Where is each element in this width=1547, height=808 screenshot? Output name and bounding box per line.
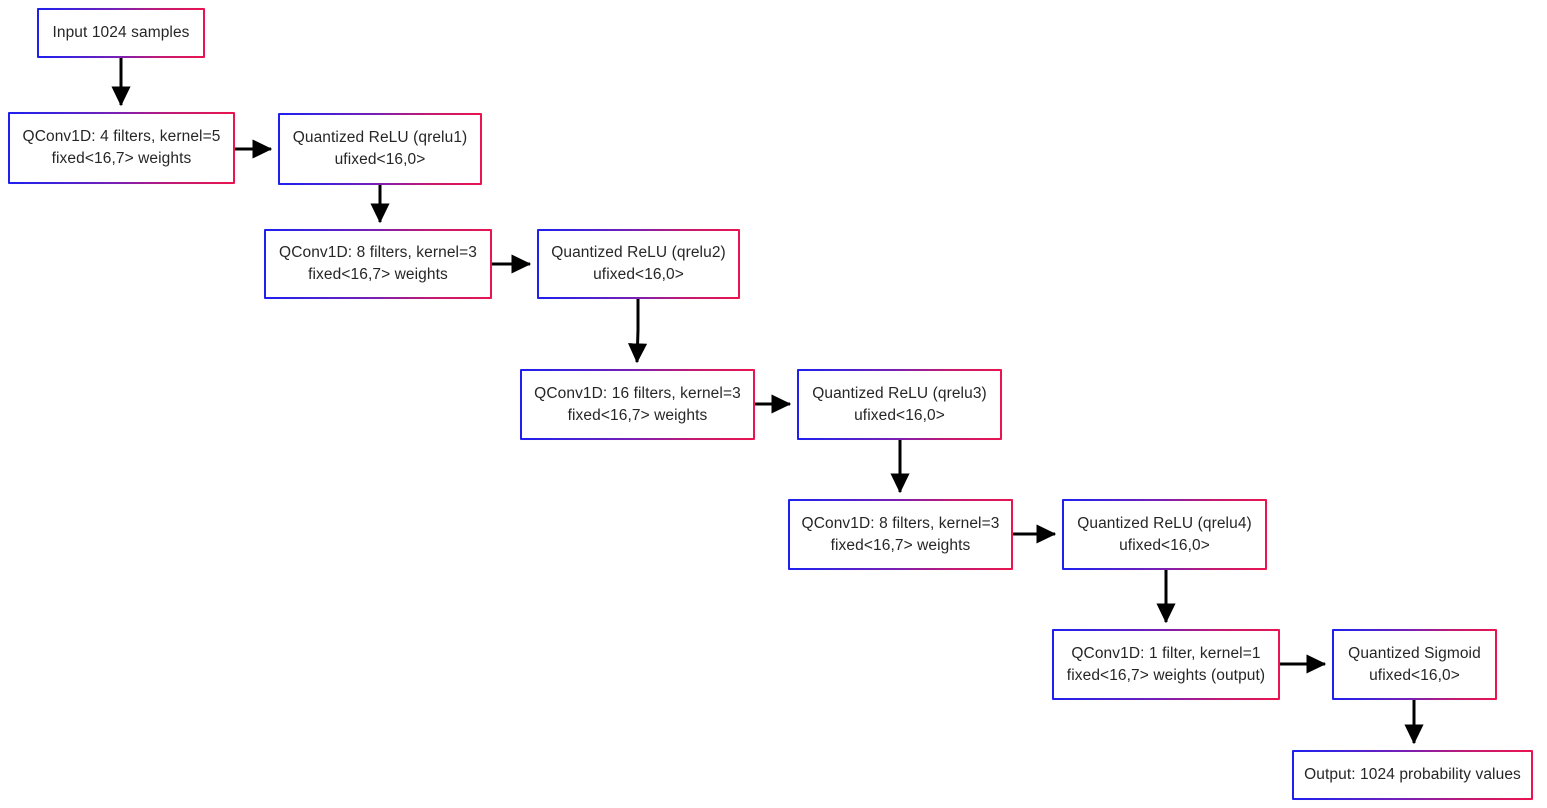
- node-qconv1d-output[interactable]: QConv1D: 1 filter, kernel=1 fixed<16,7> w…: [1052, 629, 1280, 700]
- node-label: Quantized ReLU (qrelu4): [1077, 514, 1252, 532]
- node-output-probabilities[interactable]: Output: 1024 probability values: [1292, 750, 1533, 800]
- node-quantized-relu-4[interactable]: Quantized ReLU (qrelu4) ufixed<16,0>: [1062, 499, 1267, 570]
- node-qconv1d-2[interactable]: QConv1D: 8 filters, kernel=3 fixed<16,7> …: [264, 229, 492, 299]
- node-label: QConv1D: 8 filters, kernel=3: [801, 514, 1000, 532]
- node-label: QConv1D: 8 filters, kernel=3: [279, 244, 477, 261]
- node-qconv1d-1[interactable]: QConv1D: 4 filters, kernel=5 fixed<16,7> …: [8, 112, 235, 184]
- node-label: ufixed<16,0>: [854, 406, 945, 424]
- node-label: Quantized Sigmoid: [1348, 644, 1481, 662]
- node-label: ufixed<16,0>: [1369, 666, 1460, 684]
- node-qconv1d-4[interactable]: QConv1D: 8 filters, kernel=3 fixed<16,7> …: [788, 499, 1013, 570]
- node-label: Output: 1024 probability values: [1304, 766, 1521, 783]
- node-label: Quantized ReLU (qrelu2): [551, 244, 726, 261]
- node-label: fixed<16,7> weights: [51, 150, 192, 167]
- node-label: fixed<16,7> weights: [830, 536, 971, 554]
- node-quantized-relu-1[interactable]: Quantized ReLU (qrelu1) ufixed<16,0>: [278, 113, 482, 185]
- edge-qrelu2-to-conv3: [627, 299, 648, 364]
- node-label: QConv1D: 1 filter, kernel=1: [1071, 644, 1261, 662]
- node-quantized-relu-2[interactable]: Quantized ReLU (qrelu2) ufixed<16,0>: [537, 229, 740, 299]
- node-label: ufixed<16,0>: [334, 151, 426, 168]
- node-label: fixed<16,7> weights: [567, 406, 708, 424]
- node-label: Input 1024 samples: [52, 24, 190, 41]
- node-label: QConv1D: 4 filters, kernel=5: [22, 128, 221, 145]
- node-qconv1d-3[interactable]: QConv1D: 16 filters, kernel=3 fixed<16,7>…: [520, 369, 755, 440]
- node-label: fixed<16,7> weights: [308, 266, 448, 283]
- node-label: ufixed<16,0>: [593, 266, 684, 283]
- node-label: QConv1D: 16 filters, kernel=3: [534, 384, 741, 402]
- node-label: fixed<16,7> weights (output): [1066, 666, 1266, 684]
- node-quantized-relu-3[interactable]: Quantized ReLU (qrelu3) ufixed<16,0>: [797, 369, 1002, 440]
- node-label: Quantized ReLU (qrelu1): [292, 129, 468, 146]
- node-label: Quantized ReLU (qrelu3): [812, 384, 987, 402]
- node-quantized-sigmoid[interactable]: Quantized Sigmoid ufixed<16,0>: [1332, 629, 1497, 700]
- node-input-samples[interactable]: Input 1024 samples: [37, 8, 205, 58]
- node-label: ufixed<16,0>: [1119, 536, 1210, 554]
